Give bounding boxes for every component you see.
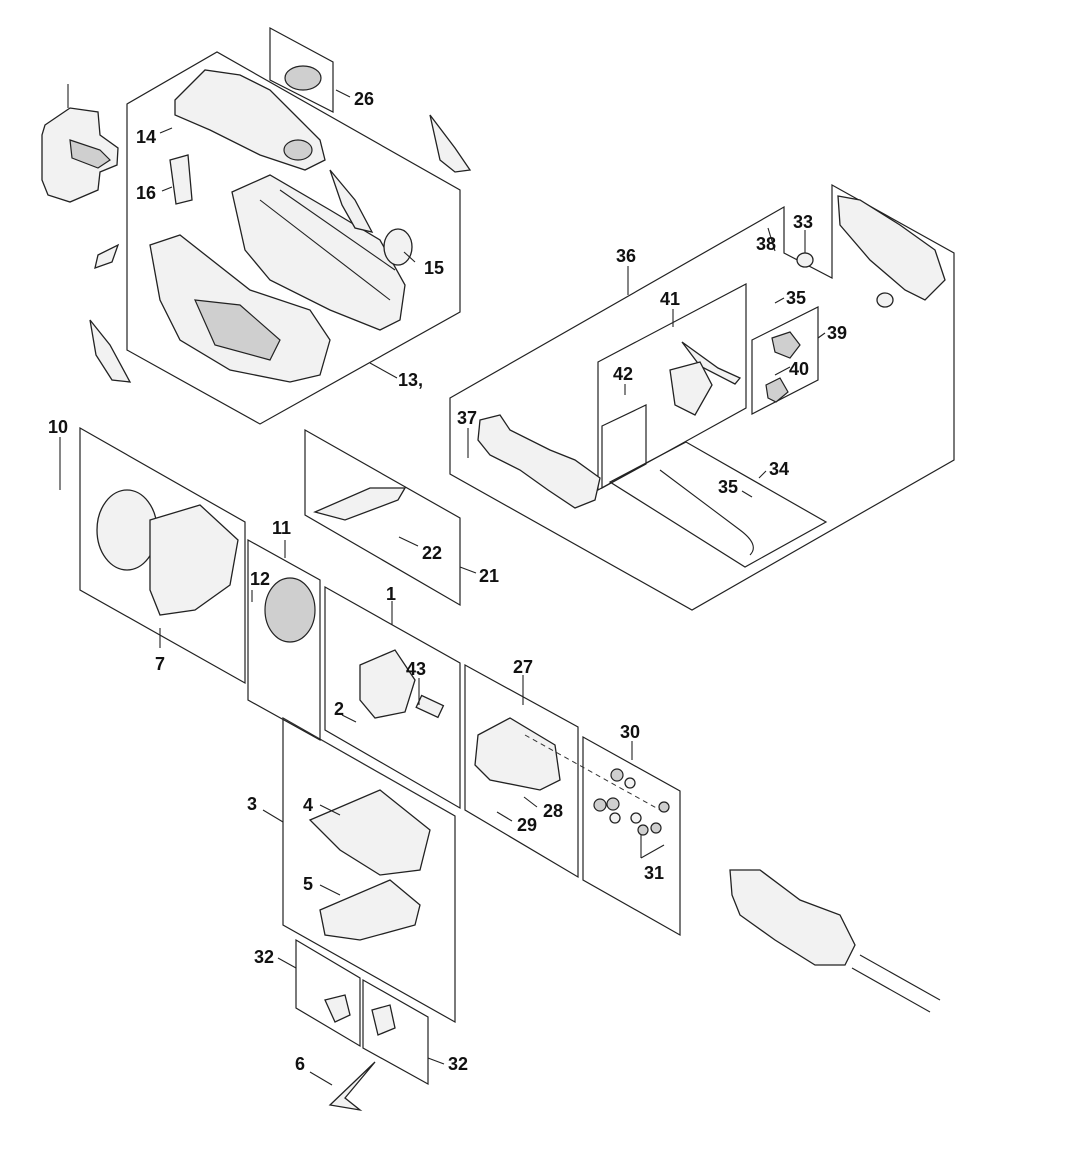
gear-housing-frame [464, 663, 579, 879]
leader-lines [59, 89, 826, 1086]
callout-43: 43 [406, 659, 426, 679]
fan-housing-frame [79, 426, 246, 685]
callout-38: 38 [756, 234, 776, 254]
callout-6: 6 [295, 1054, 305, 1074]
callout-21: 21 [479, 566, 499, 586]
handle-part [477, 195, 946, 556]
cover-plate-frame [269, 26, 334, 113]
callout-16: 16 [136, 183, 156, 203]
callout-42: 42 [613, 364, 633, 384]
callout-1: 1 [386, 584, 396, 604]
callout-33: 33 [793, 212, 813, 232]
callout-11: 11 [272, 518, 291, 538]
callout-15: 15 [424, 258, 444, 278]
motor-frame [324, 585, 461, 810]
callout-36: 36 [616, 246, 636, 266]
callout-35b: 35 [718, 477, 738, 497]
callout-32a: 32 [254, 947, 274, 967]
fan-frame [247, 538, 321, 742]
cover-frame [304, 428, 461, 607]
fasteners-frame [524, 734, 681, 937]
callout-31: 31 [644, 863, 664, 883]
callout-12: 12 [250, 569, 270, 589]
callout-28: 28 [543, 801, 563, 821]
inner-frame-part [231, 174, 406, 331]
callout-40: 40 [789, 359, 809, 379]
callout-35a: 35 [786, 288, 806, 308]
callout-2: 2 [334, 699, 344, 719]
callout-29: 29 [517, 815, 537, 835]
callout-41: 41 [660, 289, 680, 309]
controller-frame [282, 716, 456, 1024]
switch-frames [295, 938, 429, 1112]
callout-27: 27 [513, 657, 533, 677]
callout-37: 37 [457, 408, 477, 428]
callout-labels: 14 16 26 15 13, 36 41 42 37 38 33 35 39 … [48, 89, 847, 1074]
handle-group-frame [449, 183, 955, 611]
callout-14: 14 [136, 127, 156, 147]
callout-39: 39 [827, 323, 847, 343]
callout-26: 26 [354, 89, 374, 109]
housing-group-frame [126, 51, 461, 425]
callout-22: 22 [422, 543, 442, 563]
lower-shell-part [149, 234, 331, 383]
callout-5: 5 [303, 874, 313, 894]
callout-3: 3 [247, 794, 257, 814]
label-decals [89, 114, 472, 383]
upper-shell-part [174, 69, 326, 171]
callout-10: 10 [48, 417, 68, 437]
battery-cover-part [41, 84, 119, 203]
callout-32b: 32 [448, 1054, 468, 1074]
callout-7: 7 [155, 654, 165, 674]
tool-overview [729, 869, 941, 1013]
callout-34: 34 [769, 459, 789, 479]
callout-13: 13, [398, 370, 423, 390]
callout-4: 4 [303, 795, 313, 815]
callout-30: 30 [620, 722, 640, 742]
